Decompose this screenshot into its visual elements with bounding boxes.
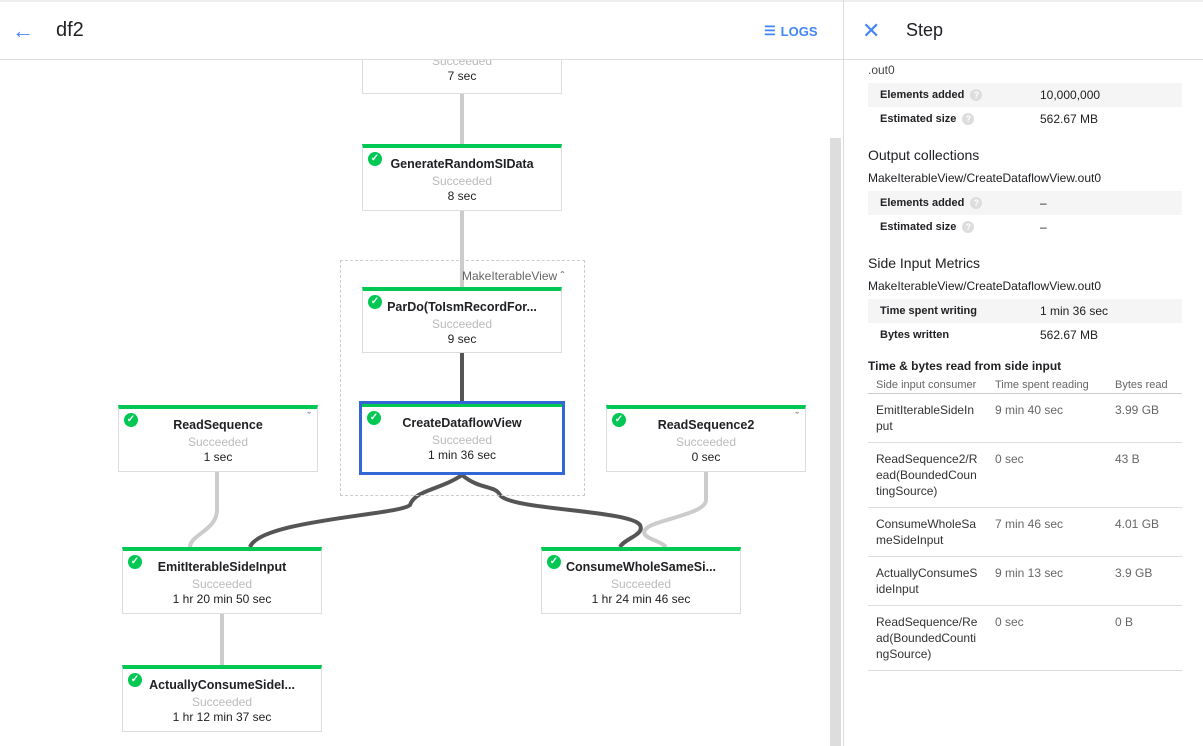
panel-title: Step	[906, 20, 944, 40]
logs-button[interactable]: ☰ LOGS	[764, 23, 818, 39]
table-cell: 0 sec	[987, 442, 1107, 508]
edge	[188, 472, 219, 548]
graph-scrollbar[interactable]	[830, 138, 841, 746]
check-circle-icon: ✓	[128, 555, 142, 569]
check-circle-icon: ✓	[368, 295, 382, 309]
close-icon[interactable]: ✕	[862, 18, 881, 43]
table-cell: Time spent reading	[987, 377, 1107, 394]
chevron-down-icon[interactable]: ˇ	[795, 411, 799, 423]
table-cell: Bytes read	[1107, 377, 1182, 394]
help-icon[interactable]: ?	[970, 197, 983, 209]
back-arrow-icon[interactable]: ←	[12, 18, 34, 43]
metric-row: Elements added?–	[868, 191, 1182, 215]
step-panel: ✕ Step .out0 Elements added?10,000,000 E…	[843, 0, 1203, 746]
table-cell: ReadSequence2/Read(BoundedCountingSource…	[868, 442, 987, 508]
table-row: ReadSequence/Read(BoundedCountingSource)…	[868, 605, 1182, 671]
table-cell: ActuallyConsumeSideInput	[868, 556, 987, 606]
side-input-name: MakeIterableView/CreateDataflowView.out0	[868, 279, 1102, 293]
help-icon[interactable]: ?	[962, 113, 975, 125]
job-title: df2	[56, 19, 84, 41]
table-cell: 7 min 46 sec	[987, 507, 1107, 557]
help-icon[interactable]: ?	[962, 221, 975, 233]
edge	[642, 472, 708, 549]
panel-body[interactable]: .out0 Elements added?10,000,000 Estimate…	[868, 63, 1182, 671]
edge	[460, 473, 643, 549]
table-cell: 0 sec	[987, 605, 1107, 671]
chevron-up-icon[interactable]: ˆ	[560, 269, 565, 283]
read-heading: Time & bytes read from side input	[868, 359, 1062, 373]
list-icon: ☰	[764, 23, 776, 38]
graph-edges	[188, 94, 708, 665]
metric-row: Estimated size?–	[880, 220, 1047, 234]
metric-row: Elements added?10,000,000	[868, 83, 1182, 107]
check-circle-icon: ✓	[368, 152, 382, 166]
edge	[248, 473, 464, 549]
table-row: ReadSequence2/Read(BoundedCountingSource…	[868, 442, 1182, 508]
group-label[interactable]: MakeIterableView ˆ	[462, 269, 565, 283]
logs-label: LOGS	[780, 23, 818, 39]
check-circle-icon: ✓	[612, 413, 626, 427]
check-circle-icon: ✓	[367, 411, 381, 425]
table-cell: 9 min 40 sec	[987, 393, 1107, 443]
table-cell: 4.01 GB	[1107, 507, 1182, 557]
metric-row: Estimated size?562.67 MB	[880, 112, 1099, 126]
check-circle-icon: ✓	[124, 413, 138, 427]
table-cell: 43 B	[1107, 442, 1182, 508]
chevron-down-icon[interactable]: ˇ	[307, 411, 311, 423]
help-icon[interactable]: ?	[970, 89, 983, 101]
table-cell: 0 B	[1107, 605, 1182, 671]
table-cell: Side input consumer	[868, 377, 987, 394]
table-cell: 3.9 GB	[1107, 556, 1182, 606]
input-collection-name: .out0	[868, 63, 895, 77]
panel-header: ✕ Step	[844, 0, 1203, 60]
table-cell: EmitIterableSideInput	[868, 393, 987, 443]
group-makeiterableview	[340, 260, 585, 496]
top-bar: ← df2 ☰ LOGS	[0, 0, 843, 60]
check-circle-icon: ✓	[128, 673, 142, 687]
check-circle-icon: ✓	[547, 555, 561, 569]
table-cell: 3.99 GB	[1107, 393, 1182, 443]
table-cell: 9 min 13 sec	[987, 556, 1107, 606]
table-cell: ReadSequence/Read(BoundedCountingSource)	[868, 605, 987, 671]
output-collections-heading: Output collections	[868, 147, 980, 163]
table-cell: ConsumeWholeSameSideInput	[868, 507, 987, 557]
side-input-metrics-heading: Side Input Metrics	[868, 255, 981, 271]
output-collection-name: MakeIterableView/CreateDataflowView.out0	[868, 171, 1102, 185]
